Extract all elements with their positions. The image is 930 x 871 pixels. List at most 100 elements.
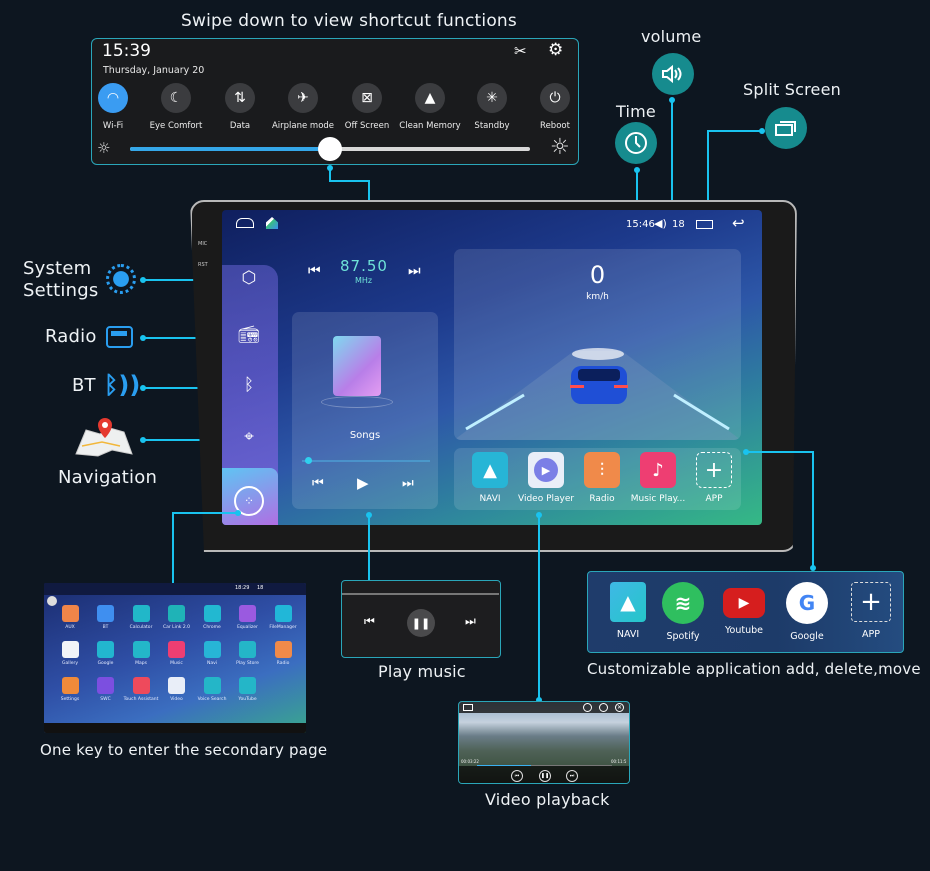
radio-next-icon[interactable]: ⏭ [408, 263, 421, 279]
sec-app-gallery[interactable]: Gallery [52, 641, 88, 666]
radio-icon[interactable]: 📻︎ [238, 325, 260, 345]
play-music-caption: Play music [378, 662, 466, 681]
airplane-icon: ✈ [288, 83, 318, 113]
sec-app-icon [168, 641, 185, 658]
music-progress-knob[interactable] [304, 457, 312, 464]
music-next-icon[interactable]: ⏭ [402, 476, 414, 491]
qs-tile-reboot[interactable]: ⏻Reboot [515, 83, 595, 131]
sec-app-video[interactable]: Video [159, 677, 195, 702]
video-seek-bar[interactable] [477, 765, 612, 766]
power-icon: ⏻ [540, 83, 570, 113]
dock-app-radio[interactable]: ⫶Radio [574, 452, 630, 504]
sec-app-car-link-2-0[interactable]: Car Link 2.0 [159, 605, 195, 630]
settings-gear-icon[interactable]: ⚙ [548, 40, 564, 60]
music-play-icon[interactable]: ▶ [357, 474, 369, 492]
floating-assist-button[interactable] [47, 596, 57, 606]
custom-app-app[interactable]: +APP [848, 582, 894, 640]
sec-app-label: Google [97, 661, 114, 666]
home-icon[interactable] [236, 218, 254, 228]
qs-tile-label: Airplane mode [271, 121, 335, 131]
sec-app-equalizer[interactable]: Equalizer [230, 605, 266, 630]
sec-app-label: Navi [206, 661, 218, 666]
sec-app-aux[interactable]: AUX [52, 605, 88, 630]
sec-app-navi[interactable]: Navi [194, 641, 230, 666]
sec-app-radio[interactable]: Radio [265, 641, 301, 666]
custom-app-spotify[interactable]: ≋Spotify [660, 582, 706, 642]
play-music-panel: ⏮ ❚❚ ⏭ [341, 580, 501, 658]
moon-icon: ☾ [161, 83, 191, 113]
sec-app-touch-assistant[interactable]: Touch Assistant [123, 677, 159, 702]
sec-app-bt[interactable]: BT [88, 605, 124, 630]
sec-app-icon [61, 641, 79, 658]
pm-prev-icon[interactable]: ⏮ [364, 614, 375, 628]
navigation-caption: Navigation [58, 467, 158, 488]
video-prev-icon[interactable]: ⏮ [511, 770, 523, 782]
brightness-knob[interactable] [318, 137, 342, 161]
bt-caption: BT [72, 375, 96, 396]
dock-app-music-play[interactable]: ♪Music Play... [630, 452, 686, 504]
qs-tile-clean-memory[interactable]: ▲Clean Memory [390, 83, 470, 131]
sec-status-bar [44, 583, 306, 595]
music-card[interactable]: Songs ⏮ ▶ ⏭ [292, 312, 438, 509]
music-prev-icon[interactable]: ⏮ [312, 476, 324, 491]
video-pause-icon[interactable]: ❚❚ [539, 770, 551, 782]
custom-app-navi[interactable]: ▲NAVI [605, 582, 651, 640]
dock-app-navi[interactable]: ▲NAVI [462, 452, 518, 504]
music-progress-bar[interactable] [302, 457, 430, 464]
bluetooth-icon[interactable]: ᛒ [243, 375, 255, 395]
sec-app-settings[interactable]: Settings [52, 677, 88, 702]
sec-app-calculator[interactable]: Calculator [123, 605, 159, 630]
video-next-icon[interactable]: ⏭ [566, 770, 578, 782]
qs-tile-wi-fi[interactable]: ◠Wi-Fi [73, 83, 153, 131]
sec-app-chrome[interactable]: Chrome [194, 605, 230, 630]
rst-label[interactable]: RST [198, 262, 208, 268]
dock-app-video-player[interactable]: ▶Video Player [518, 452, 574, 504]
qs-tile-off-screen[interactable]: ⊠Off Screen [327, 83, 407, 131]
qs-tile-label: Wi-Fi [102, 121, 124, 131]
pm-pause-icon[interactable]: ❚❚ [407, 609, 435, 637]
brightness-slider[interactable] [130, 137, 530, 161]
qs-tile-standby[interactable]: ✳Standby [452, 83, 532, 131]
qs-tile-airplane-mode[interactable]: ✈ Airplane mode [263, 83, 343, 131]
sec-app-filemanager[interactable]: FileManager [265, 605, 301, 630]
sec-nav-bar [44, 723, 306, 733]
qs-tile-data[interactable]: ⇅Data [200, 83, 280, 131]
youtube-icon: ▶ [723, 588, 765, 618]
video-fullscreen-icon[interactable] [599, 703, 608, 712]
split-screen-icon[interactable] [696, 220, 713, 229]
add-app-icon: + [696, 452, 732, 488]
sec-app-maps[interactable]: Maps [123, 641, 159, 666]
sec-app-google[interactable]: Google [88, 641, 124, 666]
dock-app-label: Music Play... [630, 494, 686, 504]
video-close-icon[interactable]: ✕ [615, 703, 624, 712]
screenshot-scissors-icon[interactable]: ✂ [514, 42, 527, 60]
all-apps-button[interactable]: ⁘ [222, 468, 278, 525]
pm-next-icon[interactable]: ⏭ [465, 614, 476, 628]
radio-prev-icon[interactable]: ⏮ [308, 263, 321, 279]
custom-app-youtube[interactable]: ▶Youtube [721, 582, 767, 636]
sec-app-label: Music [170, 661, 183, 666]
qs-tile-label: Standby [474, 121, 510, 131]
sec-app-label: Maps [135, 661, 147, 666]
video-minimize-icon[interactable] [583, 703, 592, 712]
navigation-pin-icon[interactable]: ⌖ [244, 427, 254, 447]
settings-hex-icon[interactable]: ⬡ [241, 268, 257, 288]
sec-app-youtube[interactable]: YouTube [230, 677, 266, 702]
sec-app-music[interactable]: Music [159, 641, 195, 666]
sec-app-voice-search[interactable]: Voice Search [194, 677, 230, 702]
qs-tile-eye-comfort[interactable]: ☾Eye Comfort [136, 83, 216, 131]
status-volume-icon[interactable]: ◀) [654, 217, 667, 230]
launcher-house-icon[interactable] [266, 217, 278, 229]
sec-app-label: Equalizer [237, 625, 258, 630]
swipe-caption: Swipe down to view shortcut functions [181, 11, 517, 31]
dock-app-app[interactable]: +APP [686, 452, 742, 504]
sec-app-swc[interactable]: SWC [88, 677, 124, 702]
brightness-high-icon: ☼ [550, 135, 570, 160]
video-seek-fill [477, 765, 531, 766]
back-icon[interactable]: ↩ [732, 214, 745, 232]
sec-app-play-store[interactable]: Play Store [230, 641, 266, 666]
sec-app-label: Voice Search [197, 697, 227, 702]
